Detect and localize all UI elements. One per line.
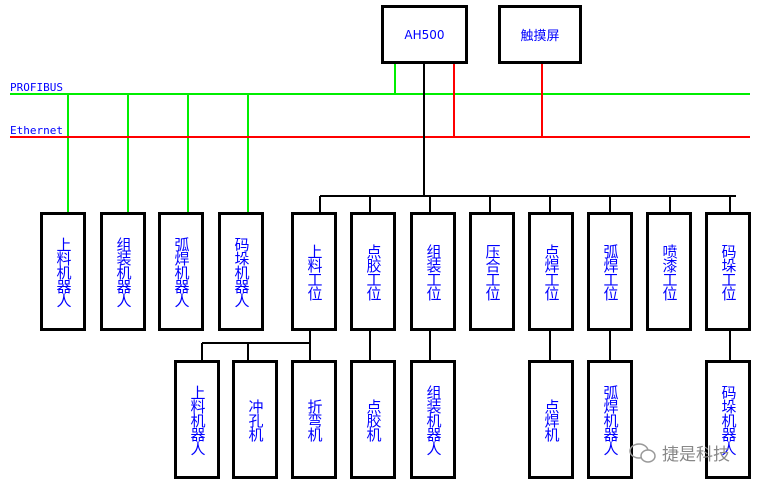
station-label: 上料工位	[305, 243, 324, 300]
robot-box: 弧焊机器人	[158, 212, 204, 331]
station-label: 组装工位	[424, 243, 443, 300]
device-label: 点胶机	[364, 398, 383, 441]
watermark-text: 捷是科技	[662, 445, 730, 465]
station-label: 点胶工位	[364, 243, 383, 300]
station-box: 压合工位	[469, 212, 515, 331]
device-label: 上料机器人	[188, 384, 207, 455]
station-label: 压合工位	[483, 243, 502, 300]
hmi-box: 触摸屏	[498, 5, 582, 64]
robot-label: 码垛机器人	[232, 236, 251, 307]
device-label: 码垛机器人	[719, 384, 738, 455]
plc-box: AH500	[381, 5, 468, 64]
device-box: 折弯机	[291, 360, 337, 479]
profibus-label: PROFIBUS	[10, 81, 63, 94]
ethernet-label: Ethernet	[10, 124, 63, 137]
robot-label: 弧焊机器人	[172, 236, 191, 307]
station-box: 上料工位	[291, 212, 337, 331]
hmi-label: 触摸屏	[520, 29, 560, 44]
device-box: 码垛机器人	[705, 360, 751, 479]
robot-label: 组装机器人	[114, 236, 133, 307]
robot-box: 码垛机器人	[218, 212, 264, 331]
device-label: 弧焊机器人	[601, 384, 620, 455]
plc-label: AH500	[404, 27, 445, 42]
station-label: 弧焊工位	[601, 243, 620, 300]
robot-label: 上料机器人	[54, 236, 73, 307]
station-label: 点焊工位	[542, 243, 561, 300]
station-box: 喷漆工位	[646, 212, 692, 331]
device-box: 点胶机	[350, 360, 396, 479]
device-label: 冲孔机	[246, 398, 265, 441]
device-box: 弧焊机器人	[587, 360, 633, 479]
wechat-icon	[629, 442, 656, 463]
station-label: 喷漆工位	[660, 243, 679, 300]
device-label: 组装机器人	[424, 384, 443, 455]
robot-box: 上料机器人	[40, 212, 86, 331]
station-box: 弧焊工位	[587, 212, 633, 331]
watermark: 捷是科技	[628, 440, 730, 465]
device-box: 上料机器人	[174, 360, 220, 479]
device-label: 点焊机	[542, 398, 561, 441]
station-box: 组装工位	[410, 212, 456, 331]
station-box: 点焊工位	[528, 212, 574, 331]
device-box: 点焊机	[528, 360, 574, 479]
device-label: 折弯机	[305, 398, 324, 441]
station-label: 码垛工位	[719, 243, 738, 300]
station-box: 点胶工位	[350, 212, 396, 331]
device-box: 组装机器人	[410, 360, 456, 479]
station-box: 码垛工位	[705, 212, 751, 331]
robot-box: 组装机器人	[100, 212, 146, 331]
device-box: 冲孔机	[232, 360, 278, 479]
